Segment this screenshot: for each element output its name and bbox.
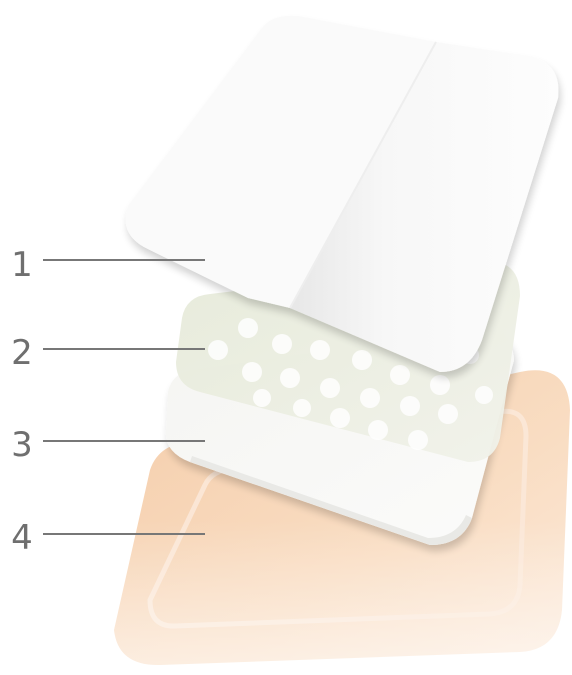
- callout-number-1: 1: [11, 245, 33, 285]
- backing-film-fade: [110, 520, 572, 675]
- callout-number-3: 3: [11, 425, 33, 465]
- callout-number-4: 4: [11, 518, 33, 558]
- callout-number-2: 2: [11, 333, 33, 373]
